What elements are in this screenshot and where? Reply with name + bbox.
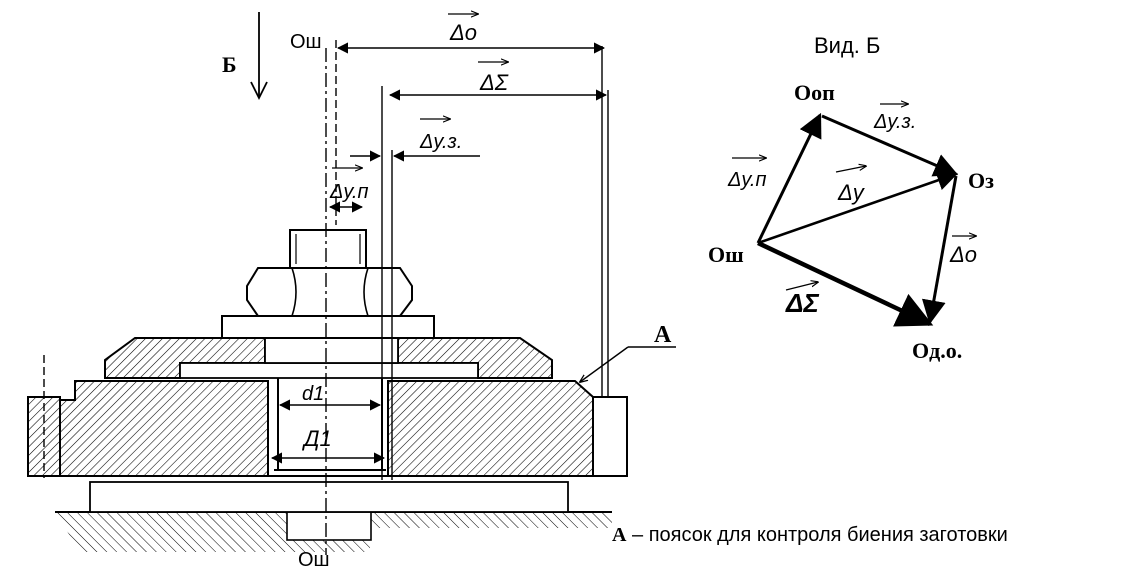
dimensions bbox=[270, 42, 676, 464]
D1-label: Д1 bbox=[301, 426, 332, 451]
caption-text: – поясок для контроля биения заготовки bbox=[626, 524, 1008, 546]
point-Odo: Oд.о. bbox=[912, 338, 962, 363]
point-Osh: Oш bbox=[708, 242, 744, 267]
vec-yp-label: Δy.п bbox=[727, 169, 767, 191]
vector-yz bbox=[821, 114, 959, 177]
vector-overbars bbox=[732, 104, 976, 291]
vec-o-label: Δo bbox=[949, 242, 977, 267]
clamp-plate bbox=[104, 337, 553, 379]
delta-yp-label: Δy.п bbox=[329, 181, 369, 203]
delta-sigma-label: ΔΣ bbox=[479, 70, 509, 95]
screw-head bbox=[289, 229, 367, 269]
mandrel-pin bbox=[274, 366, 386, 471]
hex-nut bbox=[246, 267, 413, 317]
label-overbars bbox=[332, 14, 508, 168]
vec-sigma-label: ΔΣ bbox=[785, 288, 819, 318]
center-lines bbox=[43, 40, 609, 555]
workpiece bbox=[27, 380, 628, 513]
vec-y-label: Δy bbox=[837, 180, 866, 205]
machine-table bbox=[55, 511, 612, 552]
point-Oop: Oоп bbox=[794, 80, 835, 105]
view-title: Вид. Б bbox=[814, 33, 880, 58]
delta-o-label: Δo bbox=[449, 20, 477, 45]
view-arrow: Б bbox=[222, 12, 268, 101]
vector-diagram: Вид. Б Oоп Oз Oш Oд.о. Δy.з. Δy.п Δy Δo … bbox=[708, 33, 994, 363]
mark-A-label: A bbox=[654, 322, 672, 348]
leader-A-arrow bbox=[580, 346, 629, 382]
vector-sigma bbox=[757, 240, 934, 327]
washer bbox=[221, 315, 435, 339]
vec-yz-label: Δy.з. bbox=[873, 111, 916, 133]
axis-top-label: Oш bbox=[290, 31, 322, 53]
point-Oz: Oз bbox=[968, 168, 994, 193]
d1-label: d1 bbox=[302, 383, 324, 405]
view-arrow-label: Б bbox=[222, 52, 237, 77]
axis-bottom-label: Oш bbox=[298, 549, 330, 571]
caption: A – поясок для контроля биения заготовки bbox=[612, 524, 1008, 547]
vector-y bbox=[757, 170, 958, 245]
delta-yz-label: Δy.з. bbox=[419, 131, 462, 153]
vector-o bbox=[921, 175, 958, 325]
vector-yp bbox=[756, 112, 822, 244]
caption-letter: A bbox=[612, 524, 627, 546]
